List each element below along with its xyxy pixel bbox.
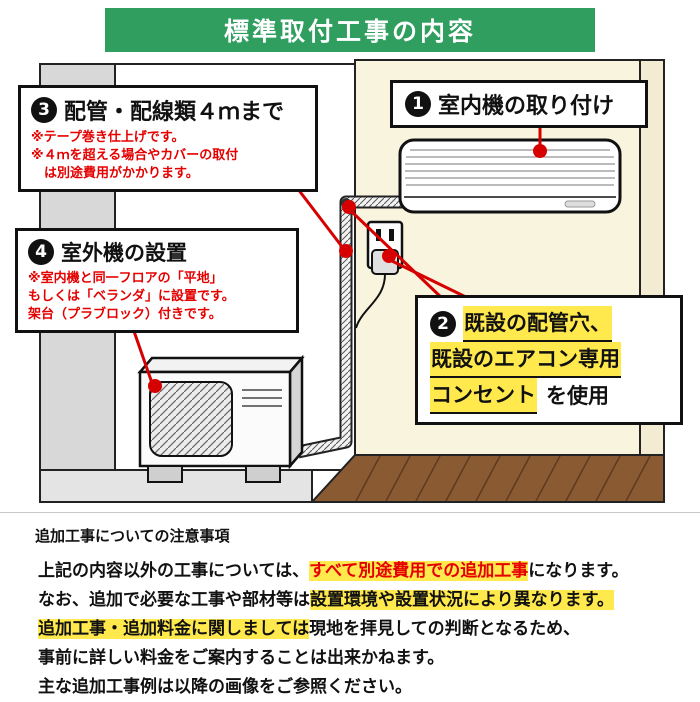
step1-title-row: 1 室内機の取り付け [405, 88, 633, 120]
pipe-wrap [297, 197, 414, 457]
step4-note-3: 架台（プラブロック）付きです。 [28, 306, 222, 322]
step3-title-row: 3 配管・配線類４ｍまで [31, 94, 305, 126]
outdoor-unit-top [137, 356, 305, 374]
notes-line-2: なお、追加で必要な工事や部材等は設置環境や設置状況により異なります。 [38, 586, 688, 615]
step-2-badge: 2 [430, 311, 456, 337]
step2-highlight-2: 既設のエアコン専用 [430, 342, 621, 378]
notes-line-1: 上記の内容以外の工事については、すべて別途費用での追加工事になります。 [38, 557, 688, 586]
connector-dots [148, 144, 547, 393]
outdoor-unit-vents [242, 389, 282, 407]
step2-highlight-3: コンセント [430, 378, 537, 414]
outdoor-unit-foot-left [147, 465, 183, 483]
notes-heading: 追加工事についての注意事項 [35, 527, 230, 545]
line3-post: 現地を拝見しての判断となるため、 [309, 619, 581, 639]
dot-outdoor-unit [148, 379, 162, 393]
step4-title-row: 4 室外機の設置 [28, 237, 286, 267]
step-3-badge: 3 [31, 97, 57, 123]
step3-note-3: は別途費用がかかります。 [31, 165, 199, 181]
step4-title: 室外機の設置 [61, 241, 187, 265]
additional-work-notes: 追加工事についての注意事項 上記の内容以外の工事については、すべて別途費用での追… [0, 512, 700, 700]
step2-line-2: 既設のエアコン専用 [430, 342, 668, 378]
notes-line-4: 事前に詳しい料金をご案内することは出来かねます。 [38, 648, 445, 668]
outlet-slot-right [389, 229, 394, 241]
line2-pre: なお、追加で必要な工事や部材等は [38, 590, 310, 610]
plug-cord [355, 273, 386, 329]
label-step2-outlet: 2 既設の配管穴、 既設のエアコン専用 コンセント を使用 [415, 295, 683, 425]
step3-note-1: ※テープ巻き仕上げです。 [31, 130, 185, 145]
label-step1-indoor-unit: 1 室内機の取り付け [390, 80, 648, 128]
step3-note-2: ※４ｍを超える場合やカバーの取付 [31, 147, 239, 163]
step2-line-1: 2 既設の配管穴、 [430, 306, 668, 342]
wood-floor-grain [355, 455, 651, 502]
step-1-badge: 1 [405, 91, 431, 117]
outdoor-unit [137, 354, 305, 483]
line3-emphasis: 追加工事・追加料金に関しましては [38, 619, 310, 639]
line1-pre: 上記の内容以外の工事については、 [38, 561, 310, 581]
indoor-unit [398, 138, 622, 214]
step4-note-2: もしくは「ベランダ」に設置です。 [28, 288, 235, 304]
outlet-slot-left [376, 229, 381, 241]
step2-highlight-1: 既設の配管穴、 [463, 306, 612, 342]
step-4-badge: 4 [28, 239, 54, 265]
outdoor-unit-side [288, 354, 304, 470]
label-step3-piping: 3 配管・配線類４ｍまで ※テープ巻き仕上げです。 ※４ｍを超える場合やカバーの… [18, 85, 318, 192]
notes-line-3: 追加工事・追加料金に関しましては現地を拝見しての判断となるため、 [38, 615, 688, 644]
label-step4-outdoor-unit: 4 室外機の設置 ※室内機と同一フロアの「平地」 もしくは「ベランダ」に設置です… [15, 228, 299, 333]
step2-line-3: コンセント を使用 [430, 378, 668, 414]
notes-body: 上記の内容以外の工事については、すべて別途費用での追加工事になります。 なお、追… [38, 557, 688, 702]
indoor-unit-louvers [405, 149, 615, 186]
line1-post: になります。 [528, 561, 629, 581]
dot-pipe [339, 244, 353, 258]
indoor-unit-display [564, 200, 596, 208]
dot-indoor-unit [533, 144, 547, 158]
connector-step2-hole [350, 210, 446, 302]
page-title: 標準取付工事の内容 [105, 8, 595, 52]
line2-emphasis: 設置環境や設置状況により異なります。 [310, 590, 614, 610]
outdoor-unit-grille [149, 381, 233, 457]
outdoor-unit-foot-right [245, 465, 281, 483]
dot-outlet [382, 249, 396, 263]
line1-emphasis: すべて別途費用での追加工事 [309, 561, 529, 581]
step4-note-1: ※室内機と同一フロアの「平地」 [28, 271, 223, 286]
dot-pipe-hole [342, 200, 356, 214]
step2-tail: を使用 [546, 384, 609, 408]
step1-title: 室内機の取り付け [438, 94, 615, 119]
notes-line-5: 主な追加工事例は以降の画像をご参照ください。 [38, 677, 412, 697]
connector-step2-outlet [391, 259, 473, 302]
step3-title: 配管・配線類４ｍまで [64, 100, 285, 125]
